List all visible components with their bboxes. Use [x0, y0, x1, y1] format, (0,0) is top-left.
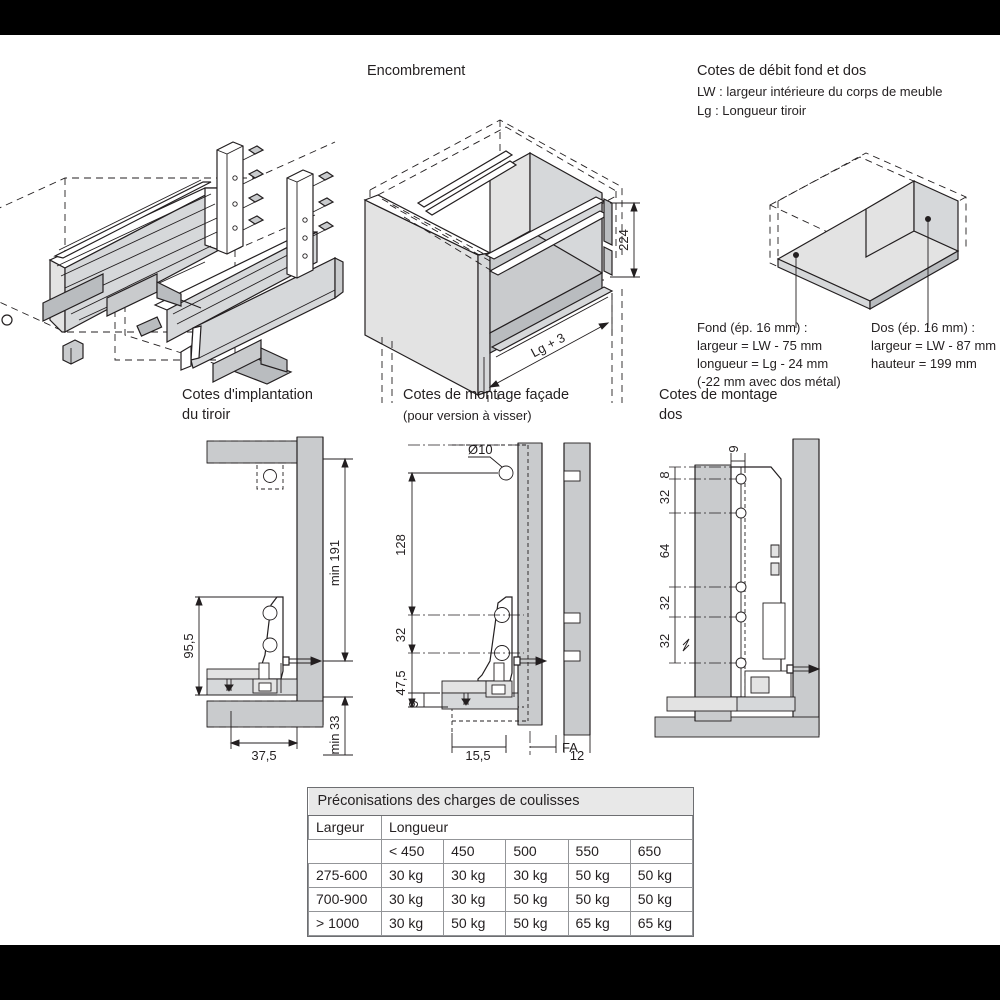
- dim-12: 12: [570, 748, 584, 763]
- implantation-diagram: min 191 min 33 95,5: [181, 436, 353, 763]
- table-column-header-row: < 450 450 500 550 650: [308, 839, 694, 864]
- table-caption: Préconisations des charges de coulisses: [308, 788, 693, 816]
- col-group-header: Longueur: [380, 815, 694, 840]
- cell-0-0: 30 kg: [380, 863, 445, 888]
- dim-64: 64: [657, 544, 672, 558]
- dos-montage-title-line1: Cotes de montage: [659, 387, 778, 403]
- column-header-0: < 450: [380, 839, 445, 864]
- cell-0-3: 50 kg: [567, 863, 631, 888]
- column-header-4: 650: [629, 839, 694, 864]
- debit-legend-lw: LW : largeur intérieure du corps de meub…: [697, 84, 943, 99]
- dim-diam10: Ø10: [468, 442, 493, 457]
- facade-title-line2: (pour version à visser): [403, 408, 532, 423]
- fond-line2: longueur = Lg - 24 mm: [697, 356, 829, 371]
- dos-montage-title-line2: dos: [659, 407, 683, 423]
- dos-line2: hauteur = 199 mm: [871, 356, 977, 371]
- dim-95-5: 95,5: [181, 633, 196, 658]
- cell-1-3: 50 kg: [567, 887, 631, 912]
- dim-fa: FA: [562, 740, 578, 755]
- dos-title: Dos (ép. 16 mm) :: [871, 320, 976, 335]
- cell-1-4: 50 kg: [629, 887, 694, 912]
- dim-15-5: 15,5: [465, 748, 490, 763]
- column-header-2: 500: [505, 839, 569, 864]
- cell-0-4: 50 kg: [629, 863, 694, 888]
- letterbox-bottom: [0, 945, 1000, 1000]
- cell-1-0: 30 kg: [380, 887, 445, 912]
- row-label-0: 275-600: [308, 863, 382, 888]
- dos-line1: largeur = LW - 87 mm: [871, 338, 997, 353]
- dim-37-5: 37,5: [251, 748, 276, 763]
- load-recommendation-table: Préconisations des charges de coulisses …: [307, 787, 694, 937]
- facade-title-line1: Cotes de montage façade: [403, 387, 570, 403]
- table-row: > 1000 30 kg 50 kg 50 kg 65 kg 65 kg: [308, 911, 694, 936]
- table-row: 700-900 30 kg 30 kg 50 kg 50 kg 50 kg: [308, 887, 694, 912]
- table-caption-row: Préconisations des charges de coulisses: [308, 788, 693, 816]
- facade-mounting-diagram: Ø10: [393, 442, 591, 763]
- encombrement-title: Encombrement: [367, 63, 466, 79]
- row-label-2: > 1000: [308, 911, 382, 936]
- cell-1-1: 30 kg: [443, 887, 507, 912]
- dim-128: 128: [393, 534, 408, 556]
- dim-9-dos: 9: [726, 445, 741, 452]
- implantation-title-line1: Cotes d'implantation: [182, 387, 313, 403]
- exploded-assembly-diagram: [0, 141, 344, 385]
- cell-2-2: 50 kg: [505, 911, 569, 936]
- cell-0-1: 30 kg: [443, 863, 507, 888]
- table-row: 275-600 30 kg 30 kg 30 kg 50 kg 50 kg: [308, 863, 694, 888]
- debit-title: Cotes de débit fond et dos: [697, 63, 867, 79]
- cell-1-2: 50 kg: [505, 887, 569, 912]
- dim-8-dos: 8: [657, 471, 672, 478]
- fond-line1: largeur = LW - 75 mm: [697, 338, 823, 353]
- fond-title: Fond (ép. 16 mm) :: [697, 320, 808, 335]
- table-group-header-row: Largeur Longueur: [308, 815, 694, 840]
- column-header-1: 450: [443, 839, 507, 864]
- fond-dos-diagram: [769, 152, 967, 328]
- dim-32-a: 32: [657, 490, 672, 504]
- row-header-label: Largeur: [308, 815, 382, 840]
- cell-2-1: 50 kg: [443, 911, 507, 936]
- dim-224: 224: [616, 229, 631, 251]
- fond-line3: (-22 mm avec dos métal): [697, 374, 841, 389]
- dim-min191: min 191: [327, 540, 342, 586]
- dim-32-c: 32: [657, 634, 672, 648]
- cell-0-2: 30 kg: [505, 863, 569, 888]
- row-label-1: 700-900: [308, 887, 382, 912]
- dim-9-facade: 9: [406, 700, 421, 707]
- dim-32-b: 32: [657, 596, 672, 610]
- dim-47-5: 47,5: [393, 670, 408, 695]
- cell-2-3: 65 kg: [567, 911, 631, 936]
- technical-drawing-sheet: Encombrement: [0, 35, 1000, 945]
- debit-legend-lg: Lg : Longueur tiroir: [697, 103, 807, 118]
- cell-2-4: 65 kg: [629, 911, 694, 936]
- dos-mounting-diagram: 9 8 32 64 32 32: [654, 438, 821, 738]
- implantation-title-line2: du tiroir: [182, 407, 231, 423]
- encombrement-diagram: 224 Lg + 3: [363, 119, 640, 403]
- empty-corner-cell: [308, 839, 382, 864]
- dim-min33: min 33: [327, 715, 342, 754]
- dim-32-facade: 32: [393, 628, 408, 642]
- letterbox-top: [0, 0, 1000, 35]
- column-header-3: 550: [567, 839, 631, 864]
- cell-2-0: 30 kg: [380, 911, 445, 936]
